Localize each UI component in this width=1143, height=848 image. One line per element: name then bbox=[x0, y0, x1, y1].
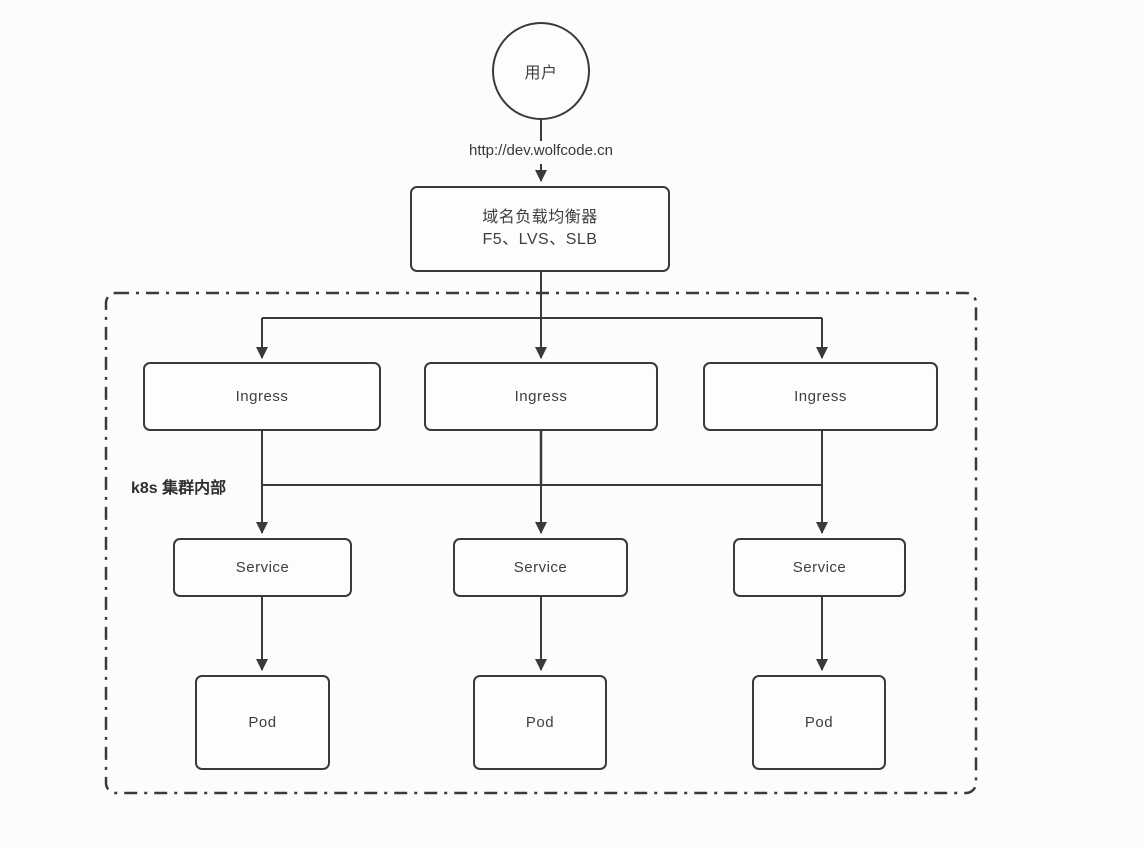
pod-node-3: Pod bbox=[752, 675, 886, 770]
load-balancer-title: 域名负载均衡器 bbox=[482, 209, 598, 226]
service-node-3: Service bbox=[733, 538, 906, 597]
service-node-3-label: Service bbox=[792, 559, 847, 576]
user-node: 用户 bbox=[492, 22, 590, 120]
ingress-node-1: Ingress bbox=[143, 362, 381, 431]
load-balancer-node: 域名负载均衡器 F5、LVS、SLB bbox=[410, 186, 670, 272]
pod-node-2-label: Pod bbox=[525, 714, 555, 731]
ingress-node-2-label: Ingress bbox=[514, 388, 568, 405]
ingress-node-1-label: Ingress bbox=[235, 388, 289, 405]
service-node-1: Service bbox=[173, 538, 352, 597]
ingress-node-2: Ingress bbox=[424, 362, 658, 431]
pod-node-1-label: Pod bbox=[248, 714, 277, 731]
load-balancer-products: F5、LVS、SLB bbox=[482, 231, 598, 248]
pod-node-2: Pod bbox=[473, 675, 607, 770]
url-label: http://dev.wolfcode.cn bbox=[441, 142, 641, 159]
ingress-node-3: Ingress bbox=[703, 362, 938, 431]
url-label-text: http://dev.wolfcode.cn bbox=[469, 142, 613, 159]
pod-node-3-label: Pod bbox=[804, 714, 834, 731]
user-node-label: 用户 bbox=[524, 65, 558, 82]
service-node-2: Service bbox=[453, 538, 628, 597]
service-node-1-label: Service bbox=[235, 559, 290, 576]
ingress-node-3-label: Ingress bbox=[794, 388, 847, 405]
cluster-label-text: k8s 集群内部 bbox=[131, 480, 227, 497]
service-node-2-label: Service bbox=[513, 559, 568, 576]
cluster-label: k8s 集群内部 bbox=[131, 474, 226, 498]
pod-node-1: Pod bbox=[195, 675, 330, 770]
